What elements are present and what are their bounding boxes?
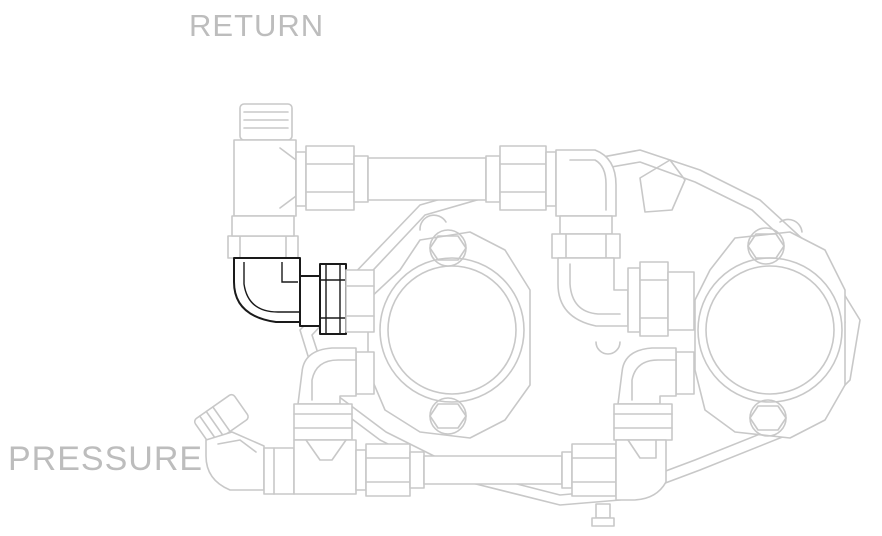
return-elbow-right (551, 149, 621, 259)
right-pump-inlet-elbow (557, 257, 695, 337)
pressure-elbow-left (293, 347, 375, 441)
left-pump-inlet-adapter (345, 269, 375, 333)
bolt-head-right-bottom (749, 399, 787, 437)
bolt-head-right-top (747, 227, 785, 265)
pressure-line-bottom (263, 439, 667, 501)
return-tee-fitting (227, 103, 299, 259)
highlighted-elbow-fitting (233, 257, 347, 335)
pressure-inlet-elbow (193, 393, 265, 491)
pressure-elbow-right (613, 347, 695, 441)
pressure-label: PRESSURE (8, 440, 204, 478)
bolt-head-left-top (429, 229, 467, 267)
return-line-top (295, 145, 557, 211)
bolt-head-left-bottom (429, 397, 467, 435)
return-label: RETURN (189, 8, 325, 43)
right-pump-flange (694, 227, 846, 439)
drain-plug (591, 503, 615, 527)
left-pump-flange (367, 229, 531, 439)
